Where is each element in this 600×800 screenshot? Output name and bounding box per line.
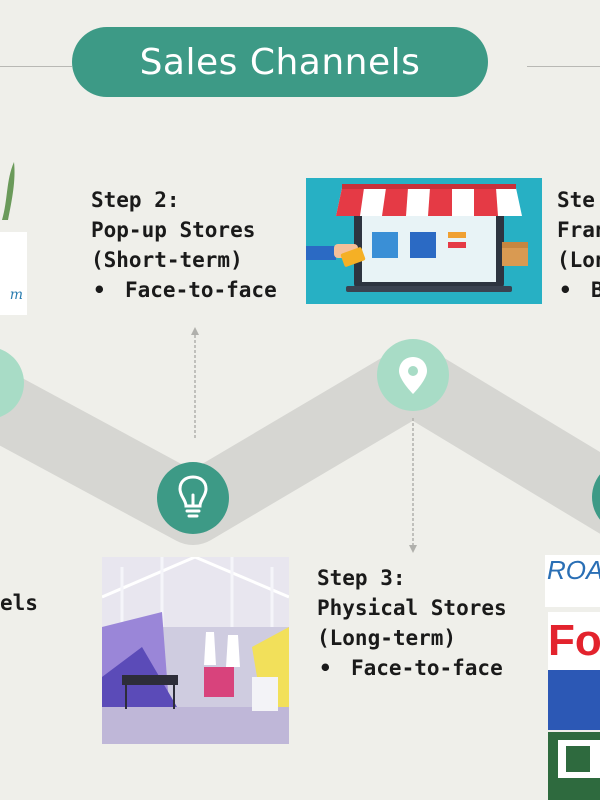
node-left-partial bbox=[0, 349, 24, 417]
left-logo-card: m bbox=[0, 232, 27, 315]
step4-line2: (Lon bbox=[557, 248, 600, 272]
header-line-right bbox=[527, 66, 600, 67]
step4-text: Ste Fran (Lon B bbox=[557, 185, 600, 305]
page-title: Sales Channels bbox=[72, 27, 488, 97]
step3-line2: (Long-term) bbox=[317, 626, 457, 650]
step3-text: Step 3: Physical Stores (Long-term) Face… bbox=[317, 563, 557, 683]
plant-leaf-icon bbox=[2, 162, 15, 220]
node-right-partial bbox=[592, 474, 600, 520]
step4-bullet: B bbox=[557, 275, 600, 305]
brand-logo-green bbox=[548, 732, 600, 800]
left-partial-label: els bbox=[0, 591, 38, 615]
step2-bullet: Face-to-face bbox=[91, 275, 311, 305]
brand-logo-fo: Fo bbox=[548, 612, 600, 730]
step3-line1: Physical Stores bbox=[317, 596, 507, 620]
header-line-left bbox=[0, 66, 72, 67]
step4-heading: Ste bbox=[557, 188, 595, 212]
connector-step3-arrow bbox=[409, 545, 417, 553]
step2-text: Step 2: Pop-up Stores (Short-term) Face-… bbox=[91, 185, 311, 305]
step4-line1: Fran bbox=[557, 218, 600, 242]
lightbulb-icon bbox=[178, 475, 208, 518]
physical-store-image bbox=[102, 557, 289, 744]
brand-roa-text: ROA bbox=[547, 555, 600, 585]
brand-logo-roa: ROA bbox=[545, 555, 600, 607]
step2-line2: (Short-term) bbox=[91, 248, 243, 272]
brand-fo-text: Fo bbox=[548, 616, 600, 665]
connector-step2-arrow bbox=[191, 327, 199, 335]
online-store-image bbox=[306, 178, 542, 304]
step3-heading: Step 3: bbox=[317, 566, 406, 590]
step2-heading: Step 2: bbox=[91, 188, 180, 212]
map-pin-icon bbox=[399, 357, 427, 394]
road-path bbox=[0, 345, 600, 545]
left-logo-text: m bbox=[9, 287, 23, 303]
step3-bullet: Face-to-face bbox=[317, 653, 557, 683]
step2-line1: Pop-up Stores bbox=[91, 218, 256, 242]
